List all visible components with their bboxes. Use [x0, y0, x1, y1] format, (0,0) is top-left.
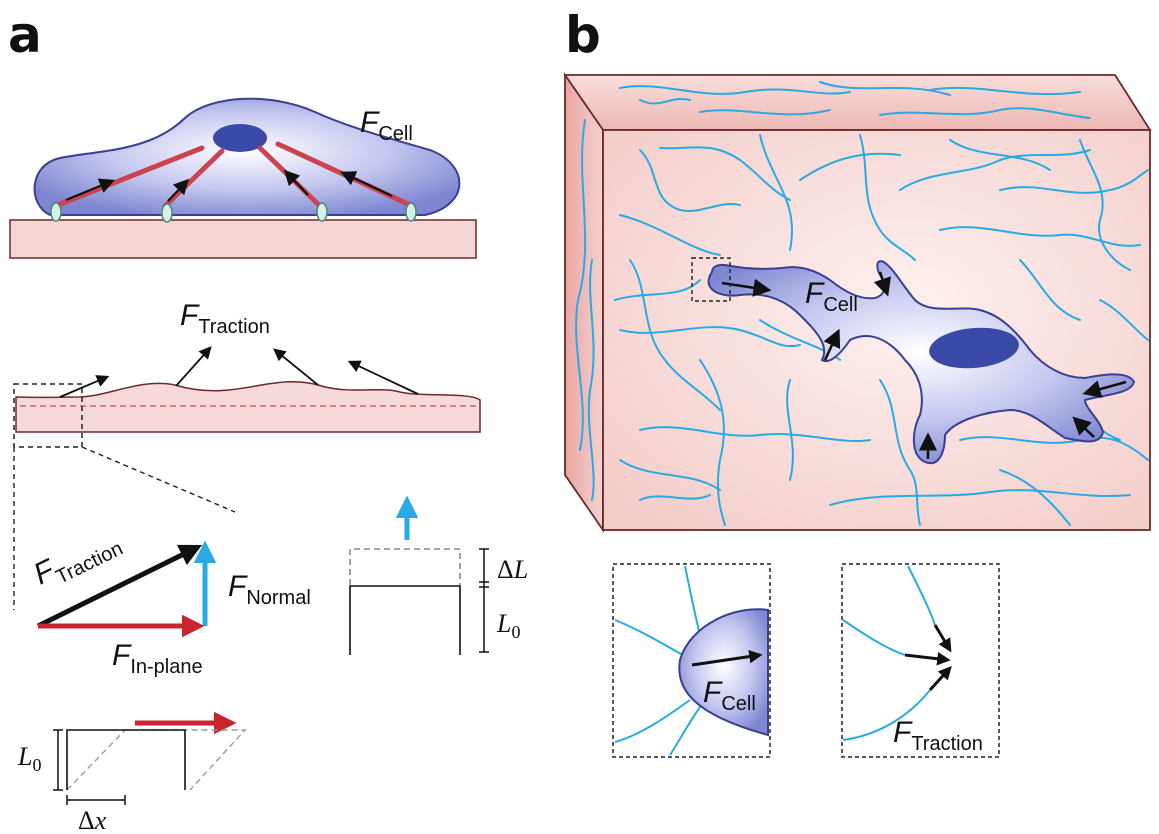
zoom-line: [81, 446, 236, 513]
length-bracket: [479, 548, 489, 653]
rest-outline: [349, 585, 461, 655]
label-f-cell-a: FCell: [360, 106, 413, 145]
zoom-region: [13, 383, 83, 448]
inset-traction: [841, 563, 1000, 758]
traction-arrows: [59, 346, 419, 398]
label-f-normal: FNormal: [228, 570, 311, 609]
substrate: [9, 219, 477, 259]
fiber-icon: [842, 565, 936, 741]
label-f-traction-vector: FTraction: [29, 522, 127, 596]
label-f-traction-inset: FTraction: [893, 716, 983, 755]
height-bracket: [53, 729, 126, 805]
stretched-outline: [349, 548, 461, 585]
label-f-cell-b: FCell: [805, 277, 858, 316]
cell-3d: [707, 260, 1136, 465]
zoom-region-b: [691, 257, 731, 302]
sheared-outline: [66, 729, 247, 791]
label-delta-l: ΔL: [497, 555, 528, 584]
label-f-traction-a: FTraction: [180, 299, 270, 338]
nucleus-icon: [213, 124, 267, 152]
cell-protrusion: [678, 608, 769, 737]
nucleus-icon: [929, 327, 1019, 369]
panel-label-b: b: [565, 6, 601, 64]
arrow-icon: [691, 649, 763, 667]
traction-arrows-inset: [904, 624, 952, 692]
fiber-icon: [575, 81, 1149, 526]
cell-force-arrows: [65, 169, 393, 202]
label-l0: L0: [496, 609, 520, 642]
rest-block: [66, 729, 186, 790]
label-f-inplane: FIn-plane: [112, 639, 203, 678]
matrix-side: [564, 72, 604, 533]
focal-adhesion-icon: [50, 202, 417, 223]
deformed-substrate: [15, 381, 481, 433]
panel-label-a: a: [8, 6, 42, 64]
label-l0-shear: L0: [17, 742, 41, 775]
cell-body: [33, 97, 461, 216]
label-f-cell-inset: FCell: [703, 676, 756, 715]
traction-vector: [36, 544, 203, 629]
label-delta-x: Δx: [78, 806, 107, 834]
